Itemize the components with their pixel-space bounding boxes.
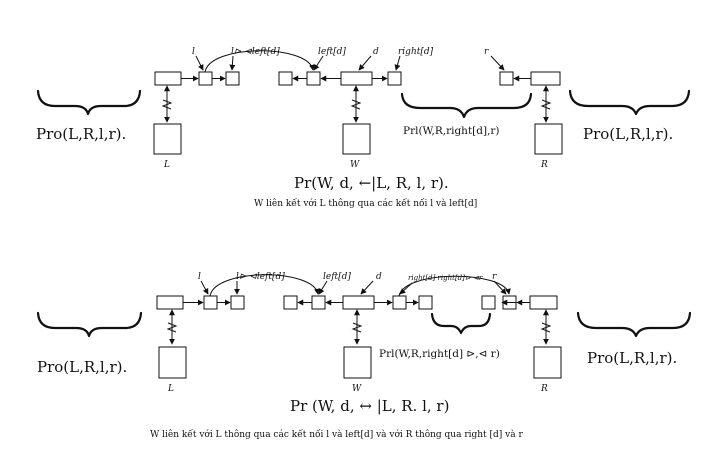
chain-arrows — [181, 50, 531, 82]
right-brace — [576, 311, 692, 338]
r-node — [499, 71, 514, 86]
middle-brace — [400, 92, 533, 119]
formula-prl: Prl(W,R,right[d] ⊳,⊲ r) — [379, 348, 500, 360]
formula-pro-left: Pro(L,R,l,r). — [37, 358, 127, 376]
formula-main: Pr(W, d, ←|L, R, l, r). — [294, 174, 449, 192]
label-left-d: left[d] — [323, 272, 351, 282]
label-W: W — [352, 384, 362, 394]
formula-prl: Prl(W,R,right[d],r) — [403, 125, 500, 137]
left-end-node — [156, 295, 184, 310]
formula-pro-right: Pro(L,R,l,r). — [587, 349, 677, 367]
l-neighbor-node — [230, 295, 245, 310]
right-end-node — [530, 71, 561, 86]
panel-2: l l⊳ ⊲left[d] left[d] d right[d] right[d… — [36, 272, 692, 440]
vertical-links — [166, 309, 552, 345]
caption: W liên kết với L thông qua các kết nối l… — [254, 198, 477, 209]
formula-pro-right: Pro(L,R,l,r). — [583, 125, 673, 143]
l-node — [198, 71, 213, 86]
right-d-neighbor-node — [418, 295, 433, 310]
left-brace — [36, 89, 142, 116]
r-neighbor-node — [481, 295, 496, 310]
label-l: l — [198, 272, 201, 282]
label-l-left-d: l⊳ ⊲left[d] — [231, 47, 280, 57]
d-node — [340, 71, 373, 86]
label-d: d — [373, 47, 379, 57]
label-R: R — [540, 160, 548, 170]
label-left-d: left[d] — [318, 47, 346, 57]
right-end-node — [529, 295, 558, 310]
l-node — [203, 295, 218, 310]
right-d-node — [392, 295, 407, 310]
label-r: r — [484, 47, 489, 57]
left-d-node — [311, 295, 326, 310]
L-box — [158, 346, 187, 379]
middle-brace — [430, 312, 492, 335]
right-brace — [568, 89, 691, 116]
label-d: d — [376, 272, 382, 282]
label-l: l — [192, 47, 195, 57]
label-r: r — [492, 272, 497, 282]
caption: W liên kết với L thông qua các kết nối l… — [150, 429, 523, 440]
left-d-node — [306, 71, 321, 86]
R-box — [533, 346, 562, 379]
l-neighbor-node — [225, 71, 240, 86]
label-right-pair: right[d] right[d]⊳ ⊲r — [408, 274, 483, 282]
label-pointers — [200, 280, 507, 295]
label-L: L — [167, 384, 174, 394]
right-d-node — [387, 71, 402, 86]
R-box — [534, 123, 563, 155]
label-pointers — [195, 55, 505, 71]
L-box — [153, 123, 182, 155]
left-end-node — [154, 71, 182, 86]
W-box — [343, 346, 372, 379]
label-W: W — [350, 160, 360, 170]
label-R: R — [540, 384, 548, 394]
left-d-neighbor-node — [283, 295, 298, 310]
formula-main: Pr (W, d, ↔ |L, R. l, r) — [290, 397, 449, 415]
left-d-neighbor-node — [278, 71, 293, 86]
d-node — [342, 295, 375, 310]
formula-pro-left: Pro(L,R,l,r). — [36, 125, 126, 143]
vertical-links — [161, 85, 552, 123]
label-right-d: right[d] — [398, 47, 434, 57]
label-l-left-d: l⊳ ⊲left[d] — [236, 272, 285, 282]
left-brace — [36, 311, 143, 338]
W-box — [342, 123, 371, 155]
label-L: L — [163, 160, 170, 170]
chain-arrows — [183, 274, 530, 306]
panel-1: l l⊳ ⊲left[d] left[d] d right[d] r L W R… — [36, 47, 691, 209]
